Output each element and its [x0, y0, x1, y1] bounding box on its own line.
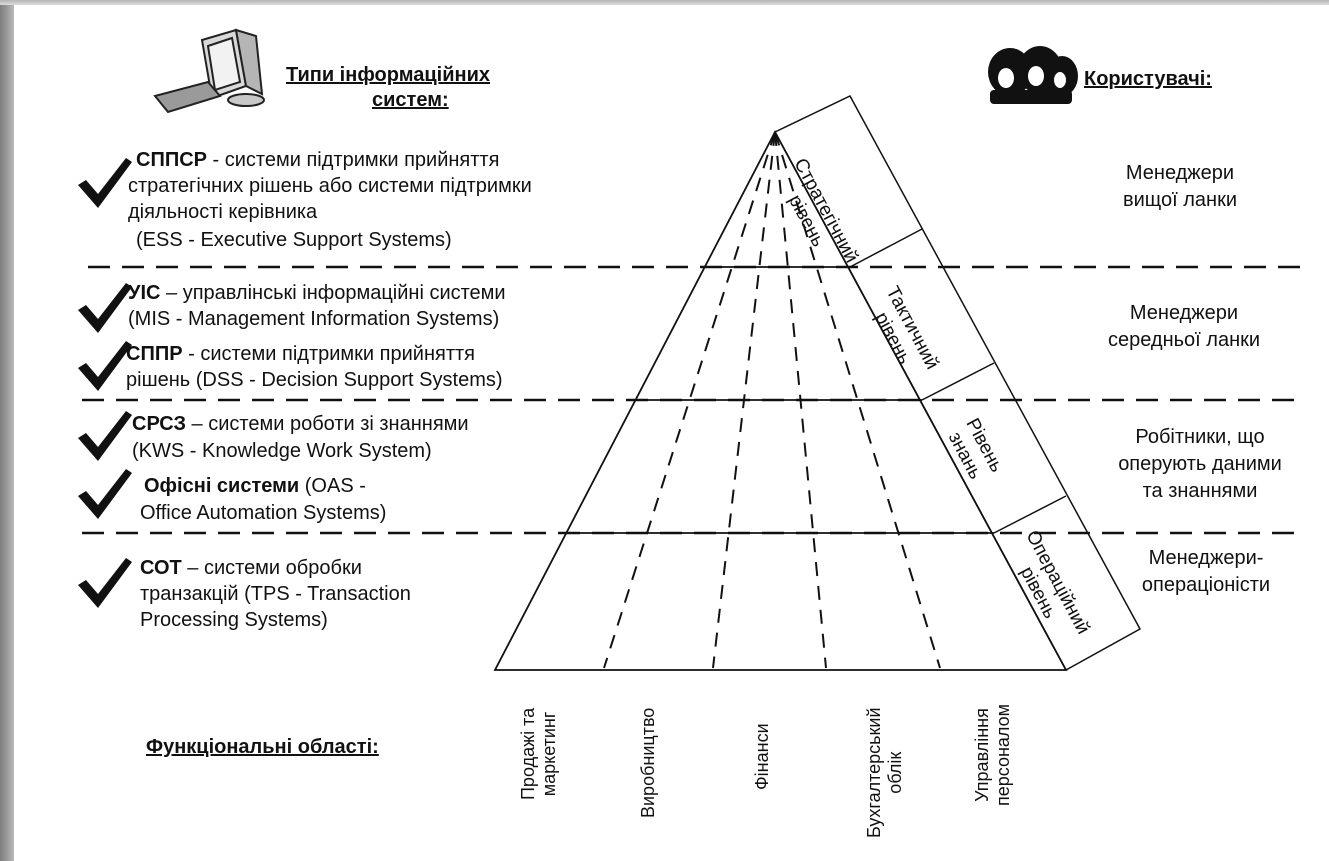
system-abbr: СППСР — [136, 149, 207, 171]
area-label: облік — [885, 751, 905, 794]
system-tps: СОТ – системи обробки — [140, 557, 362, 580]
system-oas: Офісні системи (OAS - — [144, 475, 366, 498]
system-desc: (OAS - — [299, 475, 366, 497]
system-desc-line: транзакцій (TPS - Transaction — [140, 583, 411, 605]
system-desc: - системи підтримки прийняття — [182, 343, 475, 365]
system-desc: - системи підтримки прийняття — [206, 149, 500, 171]
area-label: Фінанси — [752, 723, 772, 790]
system-desc-line: діяльності керівника — [128, 201, 318, 223]
system-desc-line: Office Automation Systems) — [140, 502, 387, 524]
system-desc-line: рішень (DSS - Decision Support Systems) — [126, 369, 503, 391]
system-desc: – системи обробки — [181, 557, 362, 579]
area-label: персоналом — [993, 703, 1013, 806]
functional-rays — [603, 131, 941, 669]
system-essp: СППСР - системи підтримки прийняття — [136, 149, 499, 172]
user-label: Менеджери — [1129, 302, 1239, 324]
level-label-band — [773, 95, 1142, 672]
user-top-managers: Менеджери вищої ланки — [1090, 160, 1270, 214]
functional-area-finance: Фінанси — [752, 723, 773, 790]
system-abbr: Офісні системи — [144, 475, 300, 497]
system-desc-line: Processing Systems) — [140, 609, 328, 631]
area-label: маркетинг — [539, 711, 559, 797]
user-label: та знаннями — [1142, 480, 1258, 502]
functional-title: Функціональні області: — [146, 736, 379, 758]
users-title: Користувачі: — [1084, 68, 1212, 90]
types-title-line2: систем: — [372, 89, 449, 111]
system-desc: – управлінські інформаційні системи — [160, 282, 506, 304]
system-desc-line: (KWS - Knowledge Work System) — [132, 440, 432, 462]
system-mis: УІС – управлінські інформаційні системи — [128, 282, 506, 305]
system-abbr: СОТ — [140, 557, 182, 579]
system-desc-line: стратегічних рішень або системи підтримк… — [128, 175, 532, 197]
system-abbr: УІС — [128, 282, 161, 304]
check-icon — [78, 158, 132, 208]
functional-area-hr: Управління персоналом — [972, 704, 1014, 806]
left-border — [0, 0, 14, 861]
user-label: Менеджери — [1125, 162, 1235, 184]
system-dss: СППР - системи підтримки прийняття — [126, 343, 475, 366]
system-abbr: СППР — [126, 343, 183, 365]
top-border — [0, 0, 1329, 5]
user-operational: Менеджери- операціоністи — [1106, 545, 1306, 599]
area-label: Виробництво — [638, 707, 658, 818]
users-icon — [988, 46, 1078, 104]
check-marks — [78, 158, 132, 608]
user-label: оперують даними — [1118, 453, 1282, 475]
functional-area-sales: Продажі та маркетинг — [518, 708, 560, 800]
system-kws: СРСЗ – системи роботи зі знаннями — [132, 413, 469, 436]
types-title-line1: Типи інформаційних — [286, 64, 491, 86]
user-label: середньої ланки — [1107, 329, 1261, 351]
area-label: Управління — [972, 708, 992, 802]
check-icon — [78, 341, 132, 391]
check-icon — [78, 283, 132, 333]
user-label: операціоністи — [1141, 574, 1271, 596]
system-desc-line: (ESS - Executive Support Systems) — [136, 229, 452, 251]
check-icon — [78, 558, 132, 608]
area-label: Бухгалтерський — [864, 707, 884, 838]
user-label: Менеджери- — [1148, 547, 1264, 569]
user-middle-managers: Менеджери середньої ланки — [1084, 300, 1284, 354]
check-icon — [78, 411, 132, 461]
user-label: Робітники, що — [1135, 426, 1265, 448]
functional-area-production: Виробництво — [638, 708, 659, 818]
system-abbr: СРСЗ — [132, 413, 186, 435]
functional-area-accounting: Бухгалтерський облік — [864, 707, 906, 838]
area-label: Продажі та — [518, 707, 538, 800]
user-knowledge-workers: Робітники, що оперують даними та знанням… — [1100, 424, 1300, 505]
user-label: вищої ланки — [1122, 189, 1238, 211]
system-desc-line: (MIS - Management Information Systems) — [128, 308, 500, 330]
computer-icon — [153, 28, 265, 114]
check-icon — [78, 469, 132, 519]
system-desc: – системи роботи зі знаннями — [186, 413, 469, 435]
